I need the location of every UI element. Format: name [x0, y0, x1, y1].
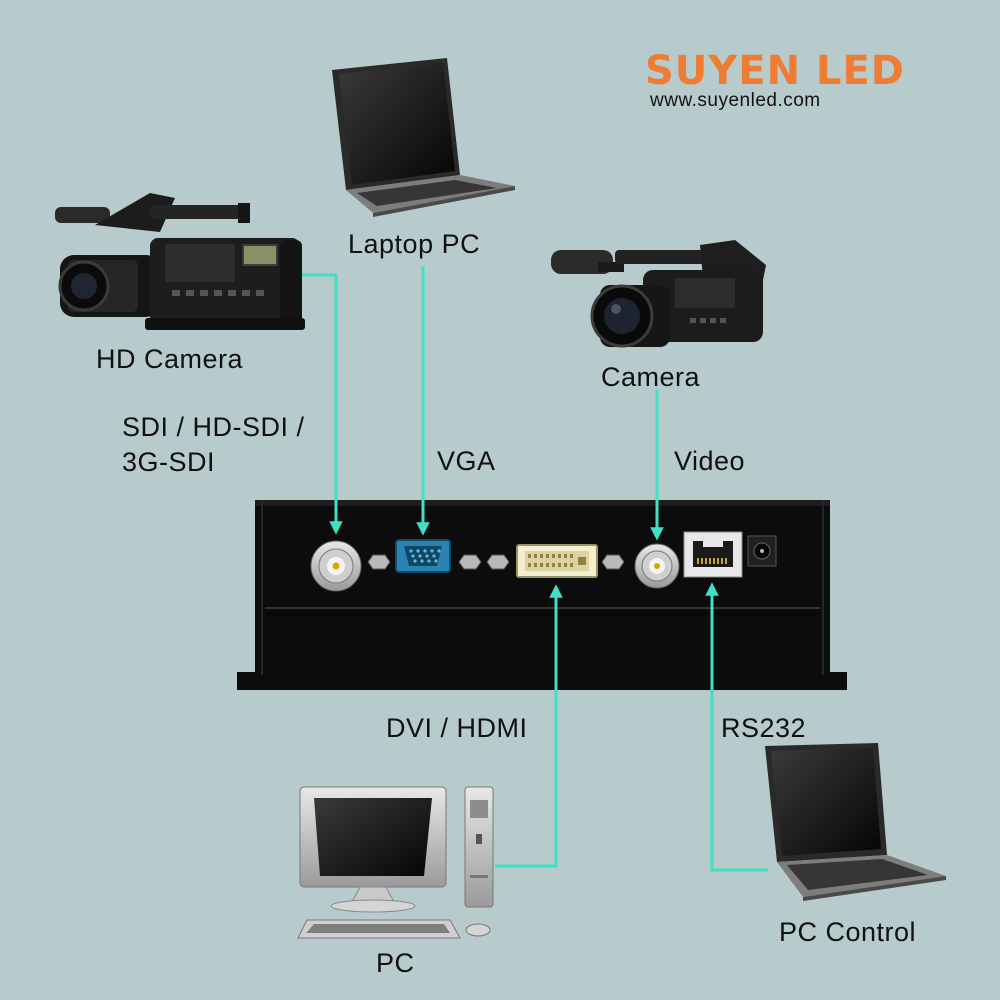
sdi-connection-line [302, 273, 343, 535]
dvi-hdmi-signal-label: DVI / HDMI [386, 713, 528, 743]
camera-icon [551, 240, 766, 348]
sdi-signal-label-line2: 3G-SDI [122, 447, 216, 477]
hd-camera-icon [55, 193, 305, 330]
pc-control-label: PC Control [779, 917, 917, 947]
rj45-port-icon [683, 531, 743, 578]
pc-icon [297, 786, 494, 939]
brand-url: www.suyenled.com [650, 90, 821, 111]
dvi-port-icon [516, 544, 598, 578]
screw-icon [367, 554, 625, 570]
laptop-pc-label: Laptop PC [348, 229, 481, 259]
dvi-hdmi-connection-line [495, 584, 563, 868]
dc-jack-icon [747, 535, 777, 567]
rs232-signal-label: RS232 [721, 713, 807, 743]
bnc-connector-icon [634, 543, 680, 589]
video-processor-box [237, 500, 847, 690]
bnc-connector-icon [310, 540, 362, 592]
laptop-icon [332, 58, 515, 217]
vga-signal-label: VGA [437, 446, 496, 476]
hd-camera-label: HD Camera [96, 344, 244, 374]
laptop-icon [765, 743, 946, 901]
sdi-signal-label-line1: SDI / HD-SDI / [122, 412, 305, 442]
camera-label: Camera [601, 362, 701, 392]
vga-port-icon [395, 539, 451, 573]
pc-label: PC [376, 948, 415, 978]
rs232-connection-line [705, 582, 768, 872]
brand-logo: SUYEN LED [645, 48, 905, 94]
brand-name: SUYEN LED [645, 48, 905, 94]
connection-lines [302, 266, 768, 872]
video-signal-label: Video [674, 446, 746, 476]
